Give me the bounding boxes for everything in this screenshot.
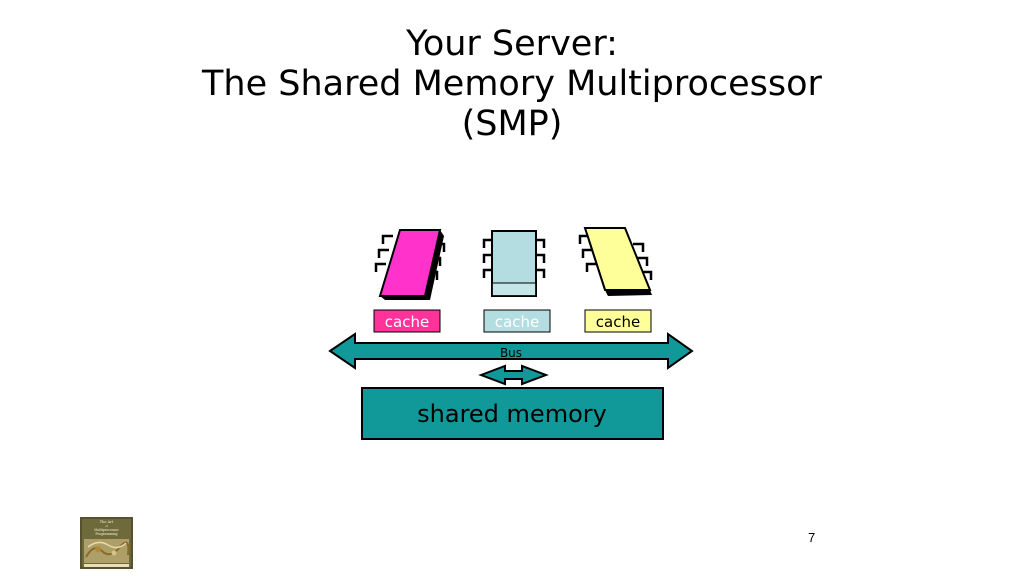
page-number: 7: [808, 530, 816, 545]
slide-title: Your Server: The Shared Memory Multiproc…: [0, 24, 1024, 144]
title-line-1: Your Server:: [406, 24, 618, 64]
svg-text:The Art: The Art: [100, 520, 114, 524]
title-line-2: The Shared Memory Multiprocessor: [202, 64, 822, 104]
cache-label-1: cache: [385, 313, 429, 331]
book-cover-image: The Art of Multiprocessor Programming: [80, 517, 133, 569]
cache-label-3: cache: [596, 313, 640, 331]
processor-chip-3: [578, 227, 653, 296]
bus-arrow: [328, 332, 694, 370]
processor-chip-1: [374, 229, 446, 300]
svg-text:Programming: Programming: [95, 532, 117, 536]
cache-label-2: cache: [495, 313, 539, 331]
processor-chip-2: [482, 230, 546, 297]
shared-memory-box: [361, 387, 664, 440]
shared-memory-label: shared memory: [417, 400, 607, 428]
svg-text:of: of: [105, 524, 109, 528]
cache-box-3: [584, 309, 652, 333]
cache-box-1: [373, 309, 441, 333]
memory-connector-arrow: [478, 364, 549, 386]
svg-text:Multiprocessor: Multiprocessor: [94, 528, 119, 532]
bus-label: Bus: [500, 346, 522, 360]
title-line-3: (SMP): [461, 104, 563, 144]
cache-box-2: [483, 309, 551, 333]
